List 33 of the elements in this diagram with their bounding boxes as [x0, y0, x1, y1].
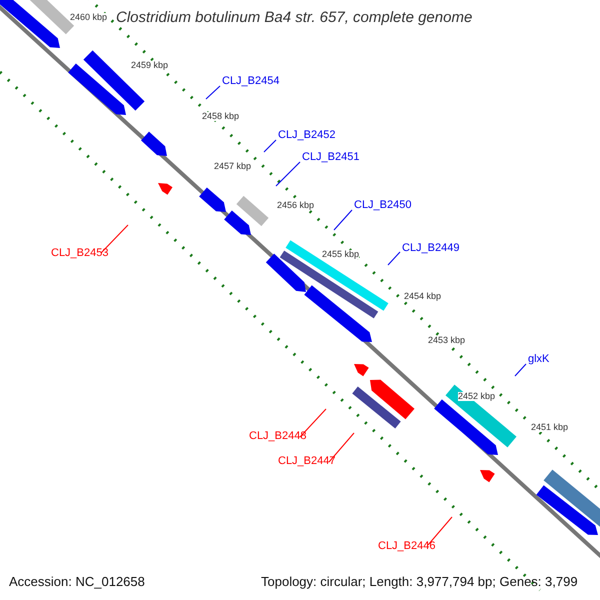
position-label: 2459 kbp — [131, 61, 168, 70]
leader-line — [264, 140, 276, 152]
position-label: 2451 kbp — [531, 423, 568, 432]
position-label: 2452 kbp — [458, 392, 496, 401]
leader-line — [428, 516, 452, 546]
footer-text: Accession: NC_012658 — [9, 575, 145, 588]
position-label: 2458 kbp — [202, 112, 240, 121]
gene-label: CLJ_B2446 — [378, 541, 436, 552]
position-label: 2460 kbp — [70, 13, 108, 22]
position-label: 2454 kbp — [404, 292, 442, 301]
gene-label: glxK — [528, 354, 550, 365]
leader-line — [206, 86, 220, 100]
position-label: 2453 kbp — [428, 336, 466, 345]
position-label: 2456 kbp — [277, 201, 314, 210]
gene-label: CLJ_B2454 — [222, 76, 280, 87]
position-label: 2457 kbp — [214, 162, 252, 171]
gene-label: CLJ_B2448 — [249, 431, 306, 442]
gene-label: CLJ_B2450 — [354, 200, 412, 211]
gene-label: CLJ_B2447 — [278, 456, 336, 467]
leader-line — [276, 162, 300, 186]
gene-label: CLJ_B2453 — [51, 248, 108, 259]
gene-label: CLJ_B2452 — [278, 130, 336, 141]
leader-line — [334, 210, 352, 230]
leader-line — [388, 252, 400, 266]
gene-label: CLJ_B2451 — [302, 152, 360, 163]
title: Clostridium botulinum Ba4 str. 657, complete genome — [116, 10, 472, 25]
leader-line — [328, 432, 354, 462]
leader-line — [100, 224, 128, 254]
gene-label: CLJ_B2449 — [402, 243, 460, 254]
position-label: 2455 kbp — [322, 250, 360, 259]
leader-line — [300, 408, 326, 438]
leader-line — [514, 364, 526, 376]
footer-text: Topology: circular; Length: 3,977,794 bp; Genes: 3,799 — [261, 575, 578, 588]
